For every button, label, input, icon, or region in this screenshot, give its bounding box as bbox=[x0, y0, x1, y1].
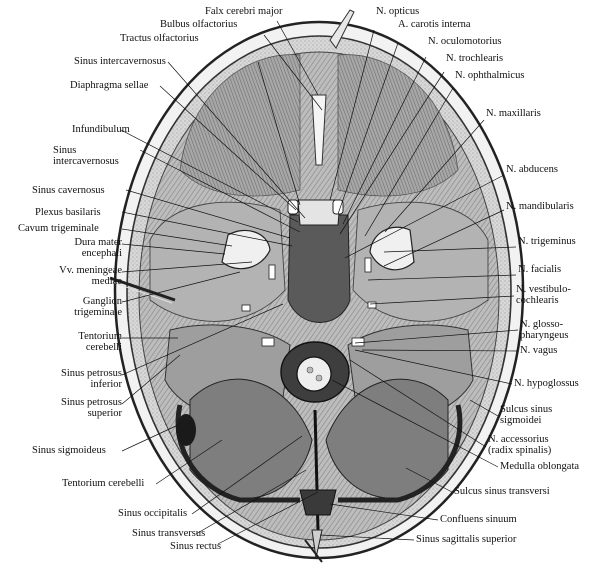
label-diaphragma-sellae: Diaphragma sellae bbox=[70, 80, 149, 91]
label-n-trochlearis: N. trochlearis bbox=[446, 53, 504, 64]
label-sulcus-sinus-sigmoidei: Sulcus sinus sigmoidei bbox=[500, 404, 553, 426]
label-sinus-rectus: Sinus rectus bbox=[170, 541, 222, 552]
label-n-vagus: N. vagus bbox=[520, 345, 558, 356]
label-n-hypoglossus: N. hypoglossus bbox=[514, 378, 579, 389]
sinus-sagittalis-end bbox=[311, 529, 323, 559]
falx-cerebri-top bbox=[329, 9, 355, 49]
label-sinus-transversus: Sinus transversus bbox=[132, 528, 206, 539]
label-tentorium-cerebelli-bottom: Tentorium cerebelli bbox=[62, 478, 145, 489]
label-sinus-intercavernosus-2: Sinus intercavernosus bbox=[53, 145, 119, 167]
sigmoid-opening bbox=[176, 414, 196, 446]
falx-cerebri-anterior bbox=[311, 94, 327, 166]
label-sinus-sagittalis-superior: Sinus sagittalis superior bbox=[416, 534, 517, 545]
label-n-facialis: N. facialis bbox=[518, 264, 562, 275]
label-sinus-petrosus-superior: Sinus petrosus superior bbox=[61, 397, 122, 419]
label-n-abducens: N. abducens bbox=[506, 164, 558, 175]
label-sinus-cavernosus: Sinus cavernosus bbox=[32, 185, 105, 196]
label-n-glossopharyngeus: N. glosso- pharyngeus bbox=[520, 319, 569, 341]
sinus-sigmoideus-right bbox=[338, 404, 463, 503]
sella-region bbox=[297, 199, 341, 226]
label-a-carotis-interna: A. carotis interna bbox=[398, 19, 471, 30]
label-dura-mater-encephali: Dura mater encephali bbox=[74, 237, 122, 259]
label-n-vestibulocochlearis: N. vestibulo- cochlearis bbox=[516, 284, 571, 306]
label-sulcus-sinus-transversi: Sulcus sinus transversi bbox=[454, 486, 550, 497]
label-vv-meningeae-mediae: Vv. meningeae mediae bbox=[59, 265, 122, 287]
label-falx-cerebri-major: Falx cerebri major bbox=[205, 6, 283, 17]
label-sinus-intercavernosus: Sinus intercavernosus bbox=[74, 56, 166, 67]
label-n-trigeminus: N. trigeminus bbox=[518, 236, 576, 247]
label-tractus-olfactorius: Tractus olfactorius bbox=[120, 33, 199, 44]
confluens bbox=[299, 489, 337, 516]
leader-lines bbox=[120, 20, 519, 545]
trigeminal-ganglion-left bbox=[221, 229, 271, 270]
label-confluens-sinuum: Confluens sinuum bbox=[440, 514, 517, 525]
optic-nerve-stub-right bbox=[332, 199, 344, 215]
label-plexus-basilaris: Plexus basilaris bbox=[35, 207, 101, 218]
label-n-mandibularis: N. mandibularis bbox=[506, 201, 574, 212]
label-sinus-sigmoideus: Sinus sigmoideus bbox=[32, 445, 106, 456]
label-sinus-petrosus-inferior: Sinus petrosus inferior bbox=[61, 368, 122, 390]
label-ganglion-trigeminale: Ganglion trigeminale bbox=[74, 296, 122, 318]
anterior-fossa-right bbox=[337, 54, 459, 197]
label-medulla-oblongata: Medulla oblongata bbox=[500, 461, 580, 472]
label-sinus-occipitalis: Sinus occipitalis bbox=[118, 508, 188, 519]
label-n-ophthalmicus: N. ophthalmicus bbox=[455, 70, 525, 81]
trigeminal-ganglion-right bbox=[369, 226, 415, 271]
label-infundibulum: Infundibulum bbox=[72, 124, 130, 135]
anterior-fossa-left bbox=[179, 54, 301, 197]
label-n-oculomotorius: N. oculomotorius bbox=[428, 36, 502, 47]
label-n-opticus: N. opticus bbox=[376, 6, 420, 17]
label-bulbus-olfactorius: Bulbus olfactorius bbox=[160, 19, 238, 30]
label-tentorium-cerebelli-left: Tentorium cerebelli bbox=[78, 331, 122, 353]
medulla-oblongata bbox=[296, 356, 332, 392]
middle-fossa-left bbox=[149, 201, 286, 322]
label-n-maxillaris: N. maxillaris bbox=[486, 108, 541, 119]
label-cavum-trigeminale: Cavum trigeminale bbox=[18, 223, 99, 234]
label-n-accessorius: N. accessorius (radix spinalis) bbox=[488, 434, 552, 456]
clivus-dura bbox=[287, 214, 351, 323]
